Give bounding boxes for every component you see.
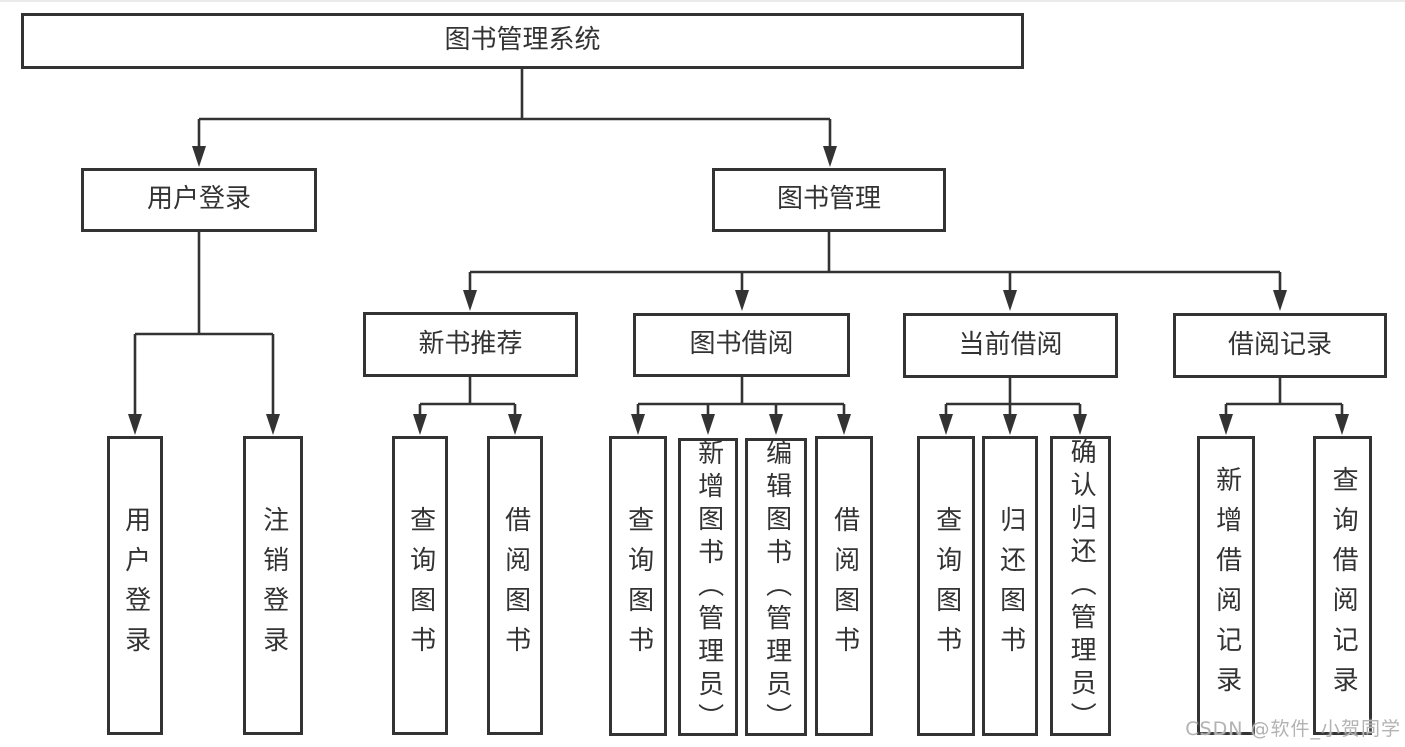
leaf-label: 确认归还（管理员） <box>1066 437 1097 735</box>
arrowhead-icon <box>631 414 645 435</box>
leaf-label: 查询借阅记录 <box>1328 465 1359 706</box>
arrowhead-icon <box>769 414 783 435</box>
arrowhead-icon <box>735 290 749 311</box>
node-book-management: 图书管理 <box>712 168 946 232</box>
leaf-borrow-books-1: 借阅图书 <box>487 436 543 735</box>
leaf-label: 用户登录 <box>120 505 151 666</box>
node-library-system: 图书管理系统 <box>21 13 1024 69</box>
arrowhead-icon <box>837 414 851 435</box>
arrowhead-icon <box>1273 290 1287 311</box>
arrowhead-icon <box>1003 414 1017 435</box>
leaf-label: 借阅图书 <box>500 505 531 666</box>
leaf-label: 新增借阅记录 <box>1211 465 1242 706</box>
node-user-login: 用户登录 <box>81 168 317 232</box>
leaf-query-books-3: 查询图书 <box>917 436 975 736</box>
node-new-book-recommend: 新书推荐 <box>363 312 578 377</box>
arrowhead-icon <box>701 414 715 435</box>
leaf-add-borrow-record: 新增借阅记录 <box>1197 436 1255 735</box>
arrowhead-icon <box>413 414 427 435</box>
leaf-label: 查询图书 <box>405 505 436 666</box>
leaf-label: 编辑图书（管理员） <box>761 438 792 736</box>
node-book-borrow: 图书借阅 <box>633 313 850 377</box>
arrowhead-icon <box>1003 290 1017 311</box>
arrowhead-icon <box>823 146 837 167</box>
leaf-borrow-books-2: 借阅图书 <box>815 436 873 736</box>
leaf-user-login: 用户登录 <box>107 436 163 735</box>
csdn-watermark: CSDN @软件_小贺同学 <box>1185 718 1401 740</box>
leaf-edit-book-admin: 编辑图书（管理员） <box>745 438 807 736</box>
leaf-label: 注销登录 <box>258 505 289 666</box>
leaf-logout: 注销登录 <box>243 436 303 735</box>
leaf-return-book: 归还图书 <box>982 436 1038 736</box>
leaf-label: 借阅图书 <box>829 506 860 666</box>
leaf-confirm-return-admin: 确认归还（管理员） <box>1050 436 1111 736</box>
connector-path <box>133 69 1344 416</box>
arrowhead-icon <box>128 414 142 435</box>
leaf-label: 新增图书（管理员） <box>693 438 724 736</box>
arrowhead-icon <box>1073 414 1087 435</box>
leaf-add-book-admin: 新增图书（管理员） <box>678 438 738 736</box>
arrowheads <box>128 146 1349 435</box>
arrowhead-icon <box>463 290 477 311</box>
arrowhead-icon <box>939 414 953 435</box>
leaf-query-borrow-record: 查询借阅记录 <box>1313 436 1372 735</box>
node-current-borrow: 当前借阅 <box>903 313 1118 378</box>
arrowhead-icon <box>1335 414 1349 435</box>
node-borrow-records: 借阅记录 <box>1173 313 1387 378</box>
leaf-query-books-1: 查询图书 <box>392 436 448 735</box>
arrowhead-icon <box>266 414 280 435</box>
arrowhead-icon <box>192 146 206 167</box>
arrowhead-icon <box>1219 414 1233 435</box>
arrowhead-icon <box>508 414 522 435</box>
leaf-query-books-2: 查询图书 <box>609 436 667 736</box>
leaf-label: 归还图书 <box>995 506 1026 666</box>
leaf-label: 查询图书 <box>931 506 962 666</box>
leaf-label: 查询图书 <box>623 506 654 666</box>
